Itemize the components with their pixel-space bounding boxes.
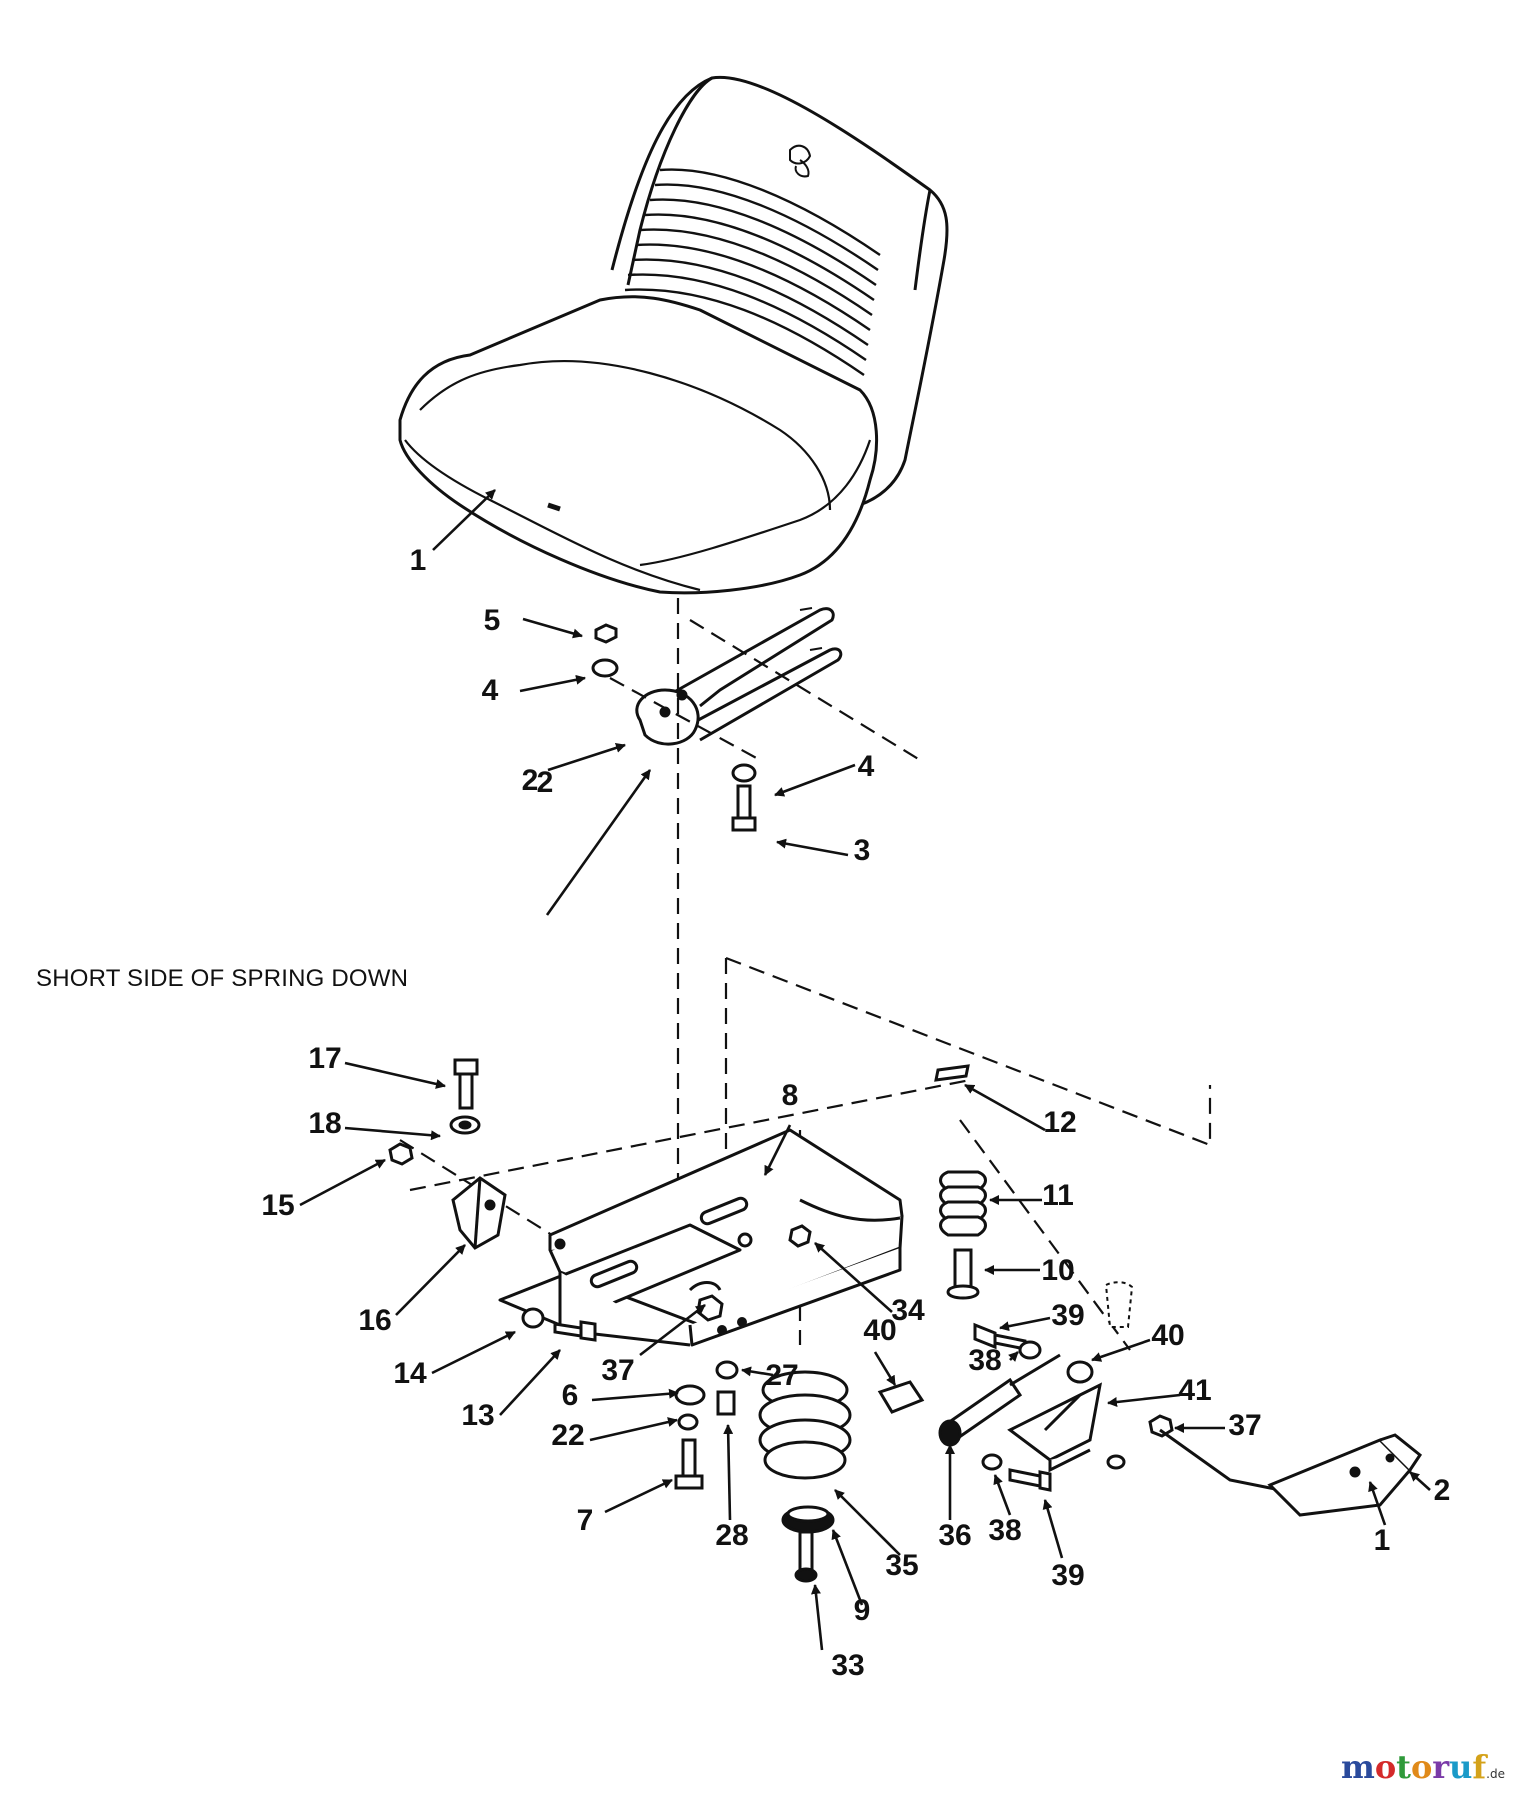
callout-number: 5 [484,604,501,637]
callout-number: 2 [1434,1474,1451,1507]
callout-number: 34 [891,1294,925,1327]
callout-number: 8 [782,1079,799,1112]
callout-number: 18 [308,1107,341,1140]
callout-number: 27 [765,1359,798,1392]
callout-number: 11 [1042,1179,1074,1212]
hardware [388,623,1423,1583]
watermark-letter: o [1410,1748,1433,1786]
callout-number: 12 [1043,1106,1076,1139]
callout-number: 40 [1151,1319,1184,1352]
callout-number: 2 [522,764,539,797]
callout-number: 3 [854,834,871,867]
callout-number: 16 [358,1304,391,1337]
callout-number: 2 [537,766,554,799]
watermark-letter: t [1396,1748,1411,1786]
seat [398,75,949,595]
callout-number: 33 [831,1649,864,1682]
callout-number: 40 [863,1314,896,1347]
callout-number: 1 [410,544,427,577]
callout-number: 37 [601,1354,634,1387]
callout-number: 6 [562,1379,579,1412]
callout-number: 38 [968,1344,1001,1377]
watermark-letters: motoruf [1341,1748,1486,1786]
hinge-bracket [635,607,843,746]
watermark-suffix: .de [1486,1767,1505,1781]
leader-lines [399,598,1212,1351]
watermark-letter: r [1432,1748,1450,1786]
callout-number: 22 [551,1419,584,1452]
callout-number: 39 [1051,1299,1084,1332]
callout-number: 4 [482,674,499,707]
callout-number: 10 [1041,1254,1074,1287]
watermark-letter: u [1449,1748,1473,1786]
callout-number: 17 [308,1042,341,1075]
watermark-letter: o [1374,1748,1397,1786]
callout-number: 36 [938,1519,971,1552]
callout-number: 37 [1228,1409,1261,1442]
callout-number: 35 [885,1549,918,1582]
callout-number: 15 [261,1189,294,1222]
callout-number: 39 [1051,1559,1084,1592]
callout-number: 41 [1178,1374,1211,1407]
callout-number: 1 [1374,1524,1391,1557]
callout-number: 14 [393,1357,427,1390]
callout-number: 13 [461,1399,494,1432]
callout-number: 38 [988,1514,1021,1547]
watermark-letter: f [1472,1748,1487,1786]
callout-number: 28 [715,1519,748,1552]
callout-arrows [299,489,1431,1651]
callout-number: 4 [858,750,875,783]
watermark: motoruf.de [1341,1748,1505,1786]
callout-number: 9 [854,1594,871,1627]
note-label: SHORT SIDE OF SPRING DOWN [36,965,409,992]
watermark-letter: m [1340,1748,1375,1786]
callout-number: 7 [577,1504,594,1537]
